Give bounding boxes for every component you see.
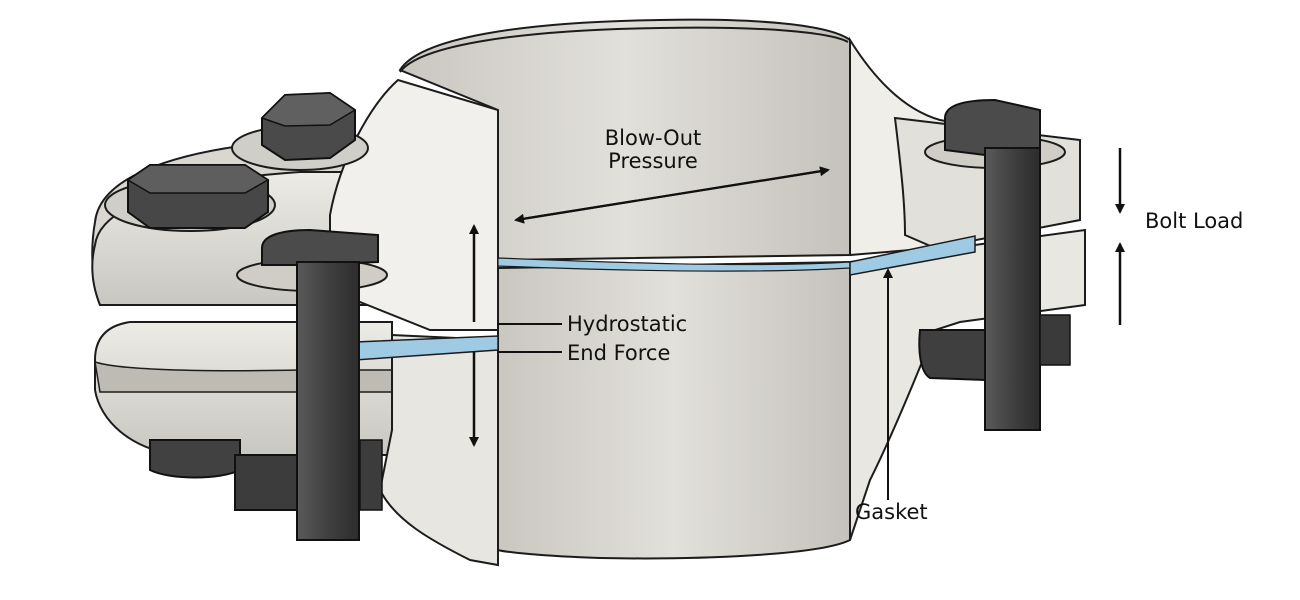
blow-out-pressure-label: Blow-Out Pressure xyxy=(588,128,718,172)
blow-out-line2: Pressure xyxy=(608,149,698,173)
right-lower-flange xyxy=(849,228,1086,541)
gasket-right xyxy=(849,235,976,276)
hex-nut-top-2-face xyxy=(126,164,270,194)
left-bottom-nuts xyxy=(149,439,301,511)
blow-out-arrow-back xyxy=(514,168,829,224)
left-bolt xyxy=(236,228,388,541)
right-bolt-head xyxy=(944,98,1041,157)
force-arrows xyxy=(469,148,1125,500)
hex-nut-bottom-2 xyxy=(234,454,301,511)
pipe-rim-top xyxy=(399,26,849,73)
hydrostatic-label: Hydrostatic xyxy=(567,312,688,336)
left-bolt-nut xyxy=(359,439,383,511)
blow-out-line1: Blow-Out xyxy=(604,126,702,150)
right-bolt-lower-nut xyxy=(918,329,986,382)
right-bolt xyxy=(918,98,1071,431)
hex-nut-top-1-face xyxy=(260,92,357,127)
pipe xyxy=(398,18,851,560)
bolt-load-label: Bolt Load xyxy=(1145,209,1244,233)
right-bolt-side-nut xyxy=(1039,314,1071,366)
right-bolt-shank xyxy=(984,147,1041,431)
pipe-upper-interior xyxy=(398,18,851,262)
left-bolt-head xyxy=(261,228,379,266)
gasket-label: Gasket xyxy=(855,500,928,524)
end-force-label: End Force xyxy=(567,341,671,365)
hex-nut-bottom-1 xyxy=(149,439,241,479)
left-bolt-shank xyxy=(296,261,360,541)
pipe-lower-interior xyxy=(497,260,851,560)
left-lower-hub xyxy=(378,333,499,567)
left-top-nuts xyxy=(104,91,369,232)
